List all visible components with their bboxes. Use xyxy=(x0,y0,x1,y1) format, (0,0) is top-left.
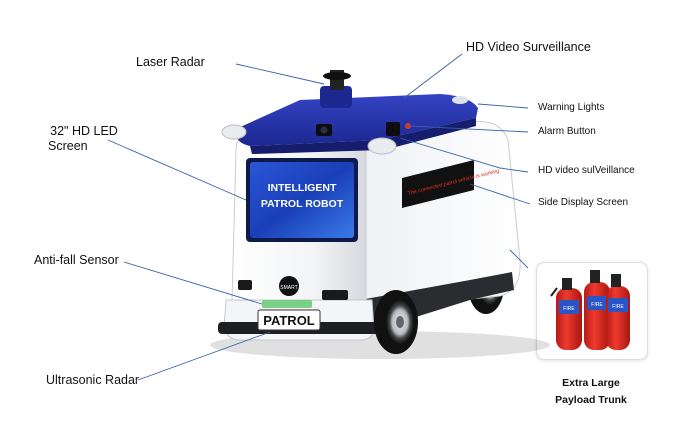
label-hd-led-screen-line1: 32" HD LED xyxy=(50,124,118,138)
callout-led-screen xyxy=(107,139,247,201)
label-hd-video-surveillance: HD Video Surveillance xyxy=(466,40,591,54)
svg-text:SMART: SMART xyxy=(280,285,297,291)
callout-anti-fall xyxy=(123,261,263,305)
callout-warning-lights xyxy=(477,103,529,109)
label-ultrasonic-radar: Ultrasonic Radar xyxy=(46,373,140,387)
callout-hd-video-top xyxy=(403,53,463,99)
label-hd-video-side: HD video sulVeillance xyxy=(538,165,635,176)
label-trunk-line1: Extra Large xyxy=(562,377,620,389)
roof-assembly xyxy=(221,94,478,155)
callout-side-display xyxy=(469,183,531,205)
fire-extinguisher: FIRE xyxy=(550,278,582,350)
callout-ultrasonic xyxy=(137,331,271,381)
svg-text:FIRE: FIRE xyxy=(563,306,575,312)
fire-extinguishers: FIRE FIRE FIRE xyxy=(550,270,630,350)
callout-alarm-button xyxy=(409,125,529,133)
label-anti-fall-sensor: Anti-fall Sensor xyxy=(34,253,119,267)
label-payload-trunk: Extra Large Payload Trunk xyxy=(528,375,654,409)
svg-text:FIRE: FIRE xyxy=(612,304,624,310)
license-plate: PATROL xyxy=(257,309,321,331)
label-hd-led-screen-line2: Screen xyxy=(48,139,88,153)
svg-text:FIRE: FIRE xyxy=(591,302,603,308)
label-laser-radar: Laser Radar xyxy=(136,55,205,69)
fire-extinguisher: FIRE xyxy=(606,274,630,350)
laser-radar xyxy=(320,70,352,108)
callout-laser-radar xyxy=(235,63,325,85)
label-trunk-line2: Payload Trunk xyxy=(555,394,627,406)
left-headlight xyxy=(238,280,252,290)
fire-extinguisher: FIRE xyxy=(584,270,610,350)
anti-fall-sensor-strip xyxy=(262,300,312,308)
label-warning-lights: Warning Lights xyxy=(538,102,605,113)
front-wheel xyxy=(374,290,418,354)
front-screen-line1: INTELLIGENT xyxy=(268,182,337,194)
label-hd-led-screen: 32" HD LED Screen xyxy=(36,124,132,154)
plate-text: PATROL xyxy=(263,313,315,328)
label-side-display-screen: Side Display Screen xyxy=(538,197,629,208)
front-led-screen: INTELLIGENT PATROL ROBOT xyxy=(246,158,358,242)
front-screen-line2: PATROL ROBOT xyxy=(261,198,344,210)
front-badge: SMART xyxy=(279,276,299,296)
label-alarm-button: Alarm Button xyxy=(538,126,596,137)
callout-hd-video-side xyxy=(399,137,529,173)
right-headlight xyxy=(322,290,348,300)
callout-trunk xyxy=(509,249,529,269)
